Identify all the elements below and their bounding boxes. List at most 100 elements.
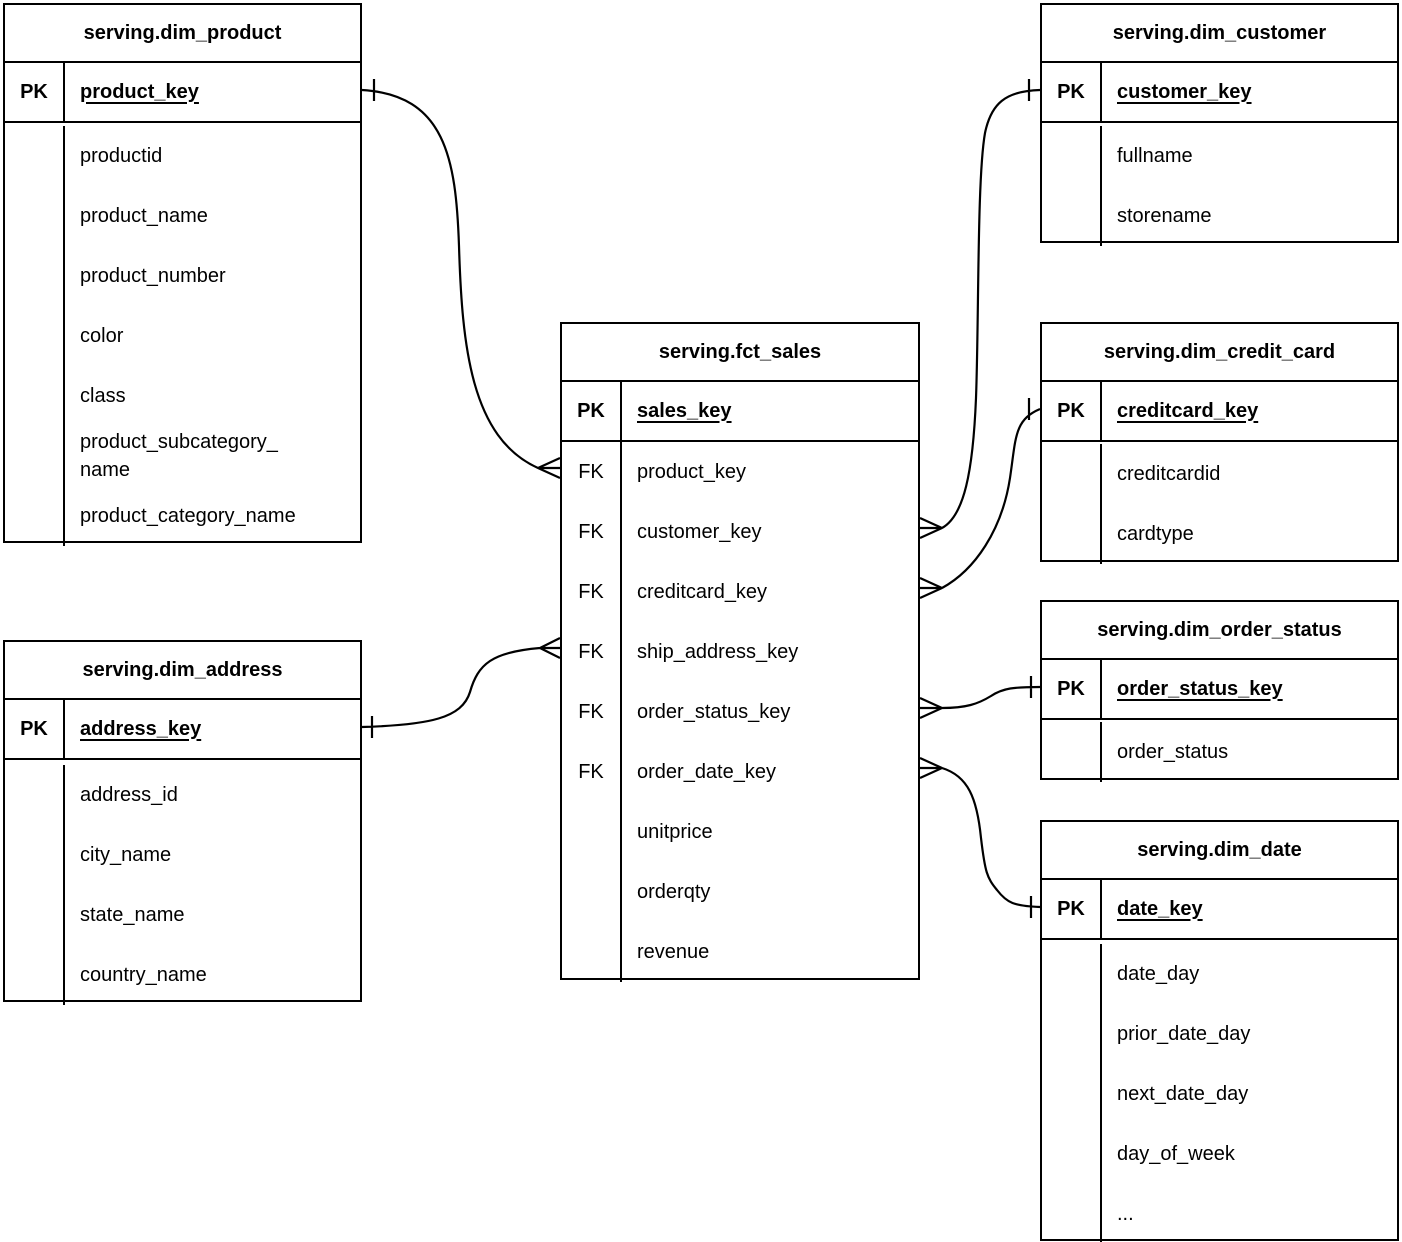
field-row: cardtype: [1042, 504, 1397, 564]
fk-label: FK: [562, 502, 622, 562]
pk-field: order_status_key: [1117, 677, 1283, 700]
field-name: fullname: [1117, 144, 1193, 167]
table-dim-credit-card: serving.dim_credit_card PK creditcard_ke…: [1040, 322, 1399, 564]
field-row: next_date_day: [1042, 1064, 1397, 1124]
field-name: next_date_day: [1117, 1082, 1249, 1105]
table-body: order_status: [1042, 720, 1397, 782]
field-name: day_of_week: [1117, 1142, 1235, 1165]
pk-label: PK: [5, 700, 65, 758]
pk-row: PK sales_key: [562, 382, 918, 442]
field-name: ...: [1117, 1202, 1134, 1225]
table-title: serving.dim_order_status: [1042, 602, 1397, 660]
field-name: ship_address_key: [637, 640, 799, 663]
field-name: cardtype: [1117, 522, 1194, 545]
pk-field: date_key: [1117, 897, 1203, 920]
pk-label: PK: [5, 63, 65, 121]
table-body: fullname storename: [1042, 123, 1397, 246]
pk-field: creditcard_key: [1117, 399, 1259, 422]
field-name: state_name: [80, 903, 185, 926]
field-row: product_subcategory_ name: [5, 426, 360, 486]
field-name: creditcardid: [1117, 462, 1221, 485]
fk-label: FK: [562, 682, 622, 742]
field-row: date_day: [1042, 944, 1397, 1004]
field-name: orderqty: [637, 880, 711, 903]
field-row: FK ship_address_key: [562, 622, 918, 682]
table-title: serving.dim_customer: [1042, 5, 1397, 63]
field-name: unitprice: [637, 820, 713, 843]
table-dim-order-status: serving.dim_order_status PK order_status…: [1040, 600, 1399, 782]
field-row: address_id: [5, 765, 360, 825]
field-name: order_status: [1117, 740, 1229, 763]
field-name: product_category_name: [80, 504, 296, 527]
field-row: revenue: [562, 922, 918, 982]
field-row: color: [5, 306, 360, 366]
field-name: order_status_key: [637, 700, 791, 723]
table-title: serving.fct_sales: [562, 324, 918, 382]
relationship-fct-sales-order-status-key--dim-order-status: [919, 676, 1041, 720]
table-title: serving.dim_date: [1042, 822, 1397, 880]
field-row: FK order_date_key: [562, 742, 918, 802]
field-name: revenue: [637, 940, 710, 963]
field-row: order_status: [1042, 722, 1397, 782]
pk-field: customer_key: [1117, 80, 1252, 103]
table-body: creditcardid cardtype: [1042, 442, 1397, 564]
relationship-fct-sales-product-key--dim-product: [361, 79, 561, 480]
table-body: address_id city_name state_name country_…: [5, 760, 360, 1005]
pk-row: PK order_status_key: [1042, 660, 1397, 720]
table-dim-date: serving.dim_date PK date_key date_day pr…: [1040, 820, 1399, 1242]
field-row: country_name: [5, 945, 360, 1005]
field-name: country_name: [80, 963, 207, 986]
pk-field: address_key: [80, 717, 202, 740]
field-row: product_number: [5, 246, 360, 306]
field-row: product_name: [5, 186, 360, 246]
pk-row: PK customer_key: [1042, 63, 1397, 123]
fk-label: FK: [562, 442, 622, 502]
relationship-fct-sales-order-date-key--dim-date: [919, 756, 1041, 918]
field-row: unitprice: [562, 802, 918, 862]
field-name: creditcard_key: [637, 580, 768, 603]
field-name: city_name: [80, 843, 172, 866]
field-name: class: [80, 384, 126, 407]
field-row: FK customer_key: [562, 502, 918, 562]
field-name: productid: [80, 144, 163, 167]
table-body: FK product_key FK customer_key FK creditcar…: [562, 442, 918, 982]
pk-row: PK date_key: [1042, 880, 1397, 940]
field-row: day_of_week: [1042, 1124, 1397, 1184]
field-row: creditcardid: [1042, 444, 1397, 504]
pk-label: PK: [1042, 880, 1102, 938]
field-row: productid: [5, 126, 360, 186]
fk-label: FK: [562, 622, 622, 682]
pk-row: PK product_key: [5, 63, 360, 123]
field-name: address_id: [80, 783, 178, 806]
field-row: class: [5, 366, 360, 426]
table-title: serving.dim_credit_card: [1042, 324, 1397, 382]
table-fct-sales: serving.fct_sales PK sales_key FK product…: [560, 322, 920, 982]
field-row: state_name: [5, 885, 360, 945]
field-name: customer_key: [637, 520, 762, 543]
field-name: product_key: [637, 460, 746, 483]
table-dim-address: serving.dim_address PK address_key addre…: [3, 640, 362, 1005]
field-name: order_date_key: [637, 760, 776, 783]
field-row: orderqty: [562, 862, 918, 922]
fk-label: FK: [562, 562, 622, 622]
field-name: prior_date_day: [1117, 1022, 1251, 1045]
field-row: ...: [1042, 1184, 1397, 1242]
field-name: date_day: [1117, 962, 1200, 985]
table-dim-customer: serving.dim_customer PK customer_key ful…: [1040, 3, 1399, 246]
pk-row: PK creditcard_key: [1042, 382, 1397, 442]
field-name: color: [80, 324, 124, 347]
pk-label: PK: [1042, 63, 1102, 121]
field-row: FK order_status_key: [562, 682, 918, 742]
table-body: productid product_name product_number co…: [5, 123, 360, 546]
field-name: product_number: [80, 264, 226, 287]
table-title: serving.dim_product: [5, 5, 360, 63]
pk-label: PK: [1042, 660, 1102, 718]
fk-label: FK: [562, 742, 622, 802]
field-row: FK creditcard_key: [562, 562, 918, 622]
field-name: product_name: [80, 204, 208, 227]
field-row: prior_date_day: [1042, 1004, 1397, 1064]
relationship-fct-sales-ship-address-key--dim-address: [361, 637, 561, 738]
table-title: serving.dim_address: [5, 642, 360, 700]
table-body: date_day prior_date_day next_date_day da…: [1042, 940, 1397, 1242]
